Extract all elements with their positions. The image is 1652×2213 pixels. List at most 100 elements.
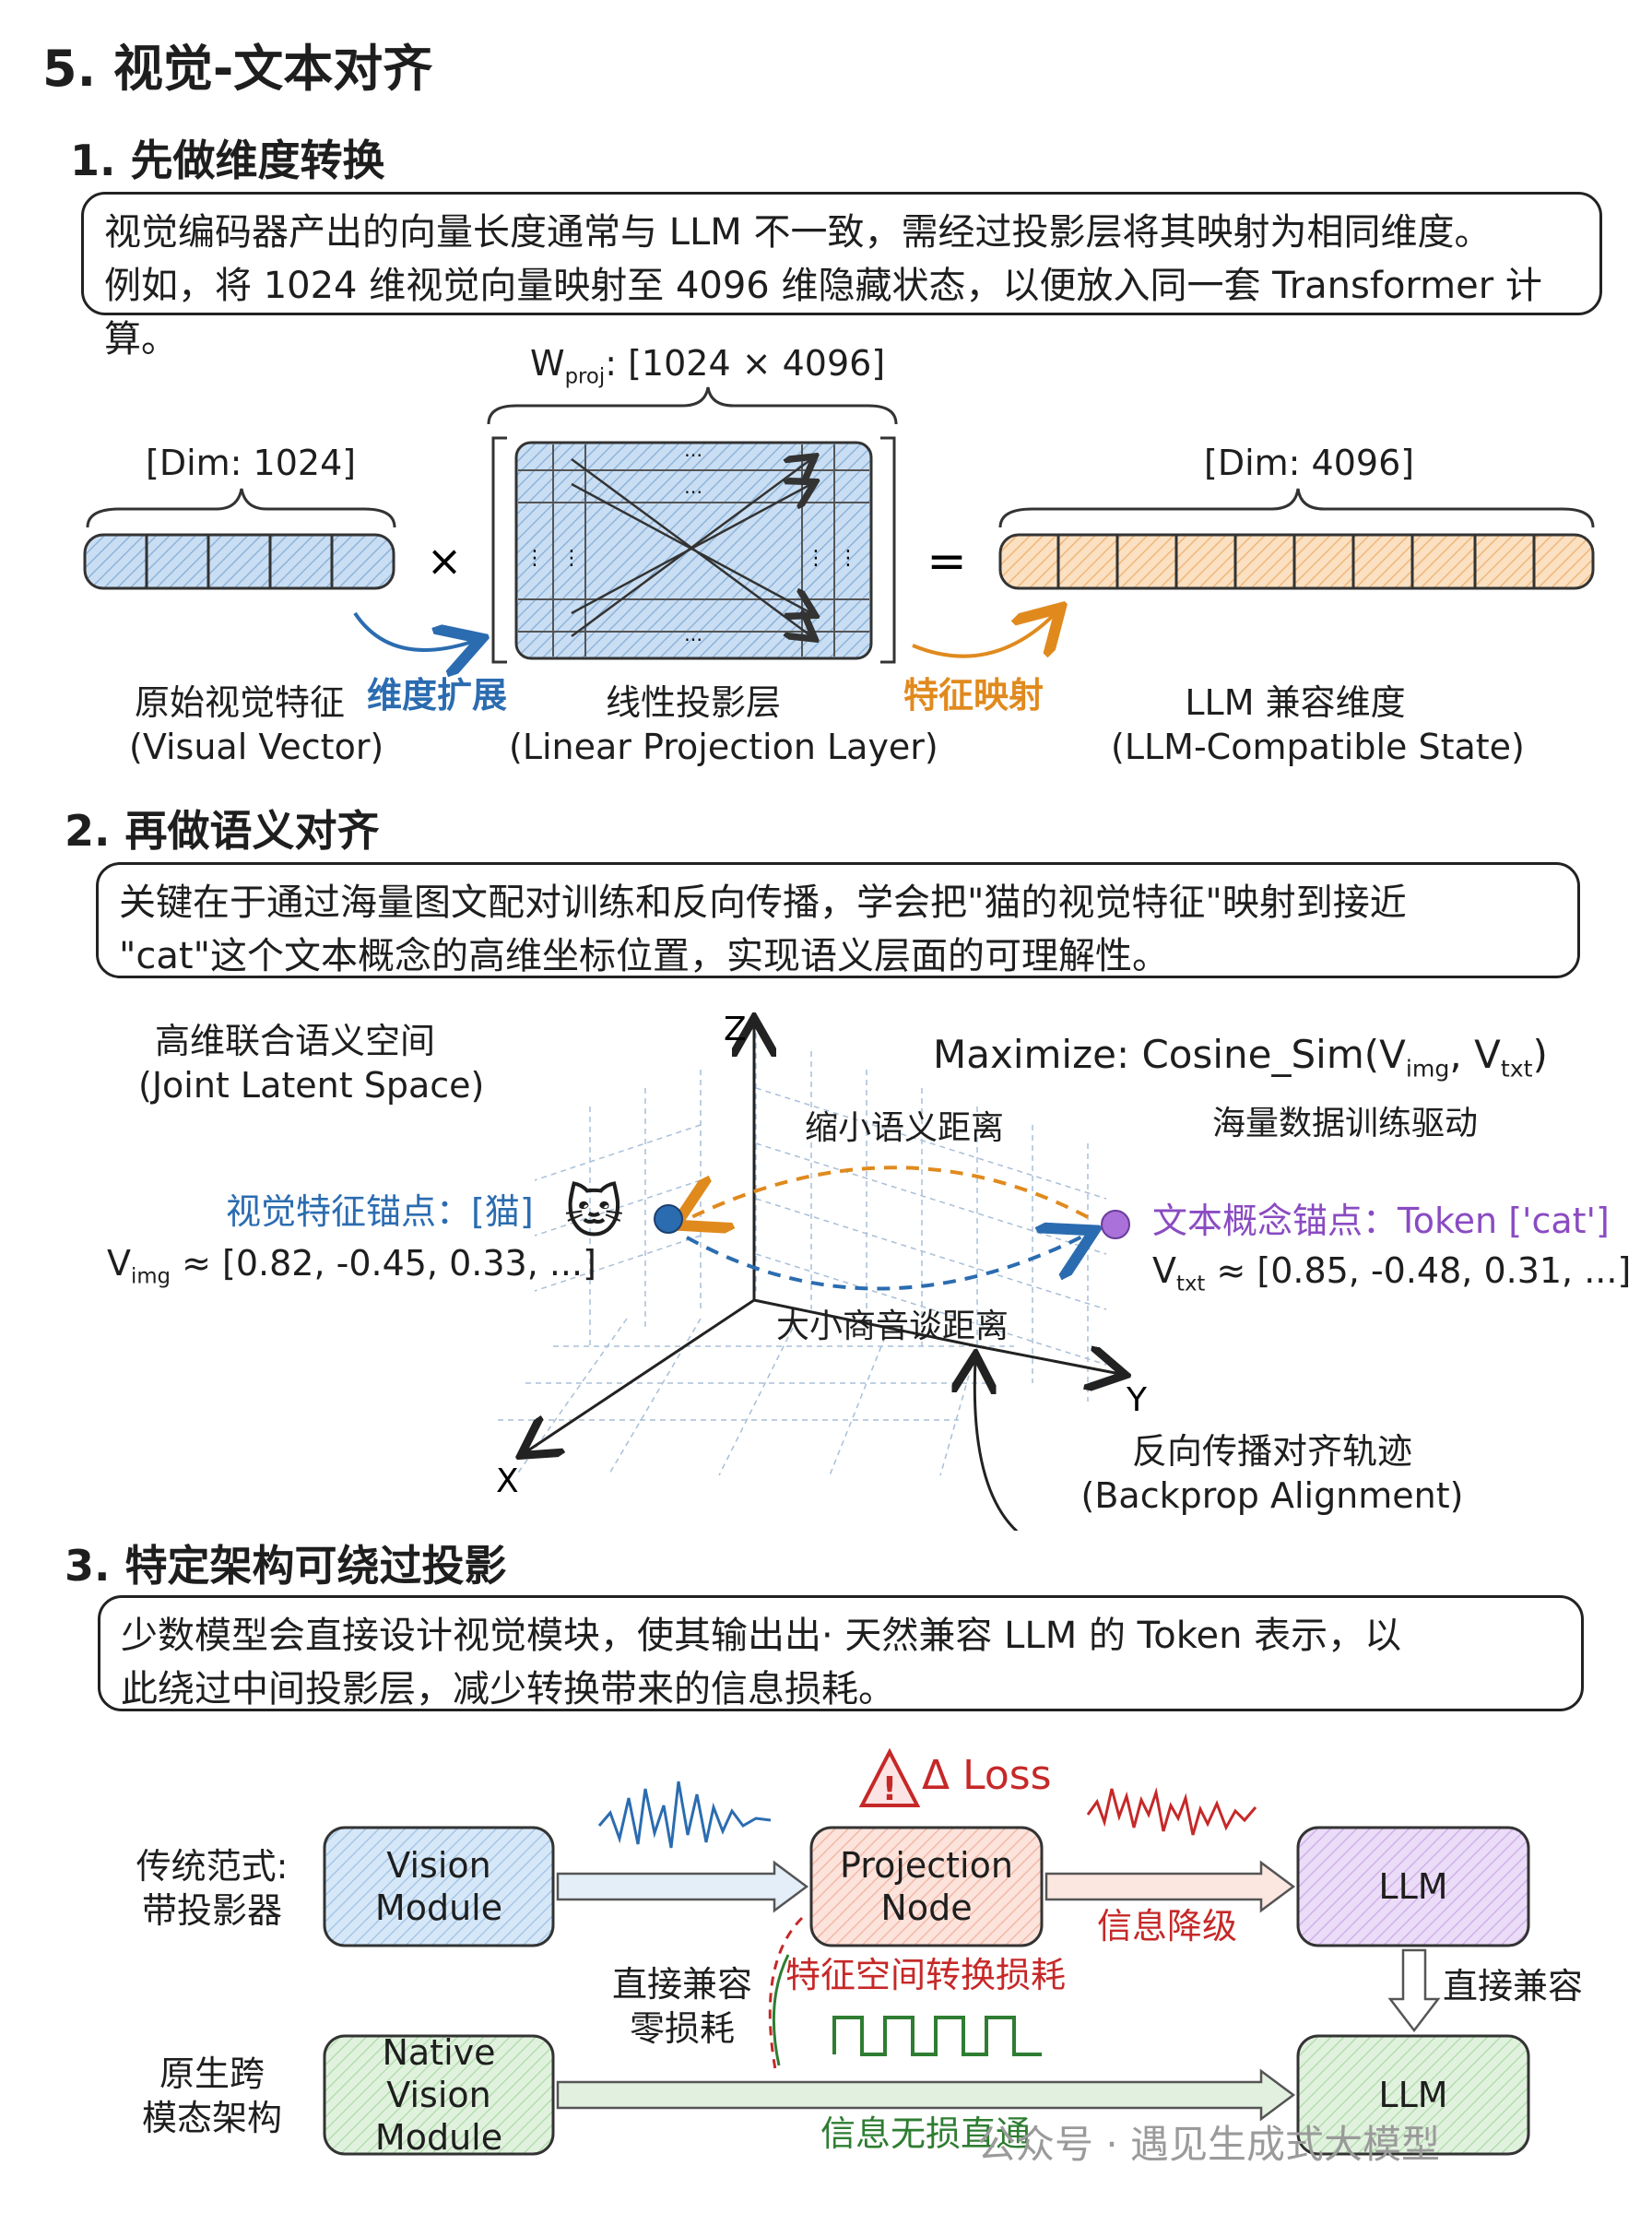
v-img-vector: ≈ [0.82, -0.45, 0.33, ...]: [171, 1243, 596, 1284]
v-txt-vector: ≈ [0.85, -0.48, 0.31, ...]: [1205, 1250, 1632, 1291]
feature-map-arrow: [912, 613, 1056, 658]
wproj-sub: proj: [564, 364, 606, 389]
axis-x-label: X: [496, 1462, 519, 1500]
section2-description: 关键在于通过海量图文配对训练和反向传播，学会把"猫的视觉特征"映射到接近 "ca…: [96, 862, 1580, 978]
projection-layer-label: 线性投影层 (Linear Projection Layer): [509, 680, 938, 769]
v-img-value: Vimg ≈ [0.82, -0.45, 0.33, ...]: [107, 1241, 596, 1299]
latent-grid: [498, 1033, 1107, 1476]
equals-symbol: =: [926, 534, 967, 589]
llm-bottom: LLM: [1298, 2036, 1528, 2154]
text-anchor-label: 文本概念锚点：Token ['cat']: [1152, 1201, 1610, 1241]
backprop-label-en: (Backprop Alignment): [1080, 1475, 1464, 1516]
shrink-distance-label: 缩小语义距离: [805, 1109, 1005, 1147]
llm-bottom-box: [1296, 2034, 1530, 2156]
direct-zero-line1: 直接兼容: [611, 1964, 752, 2005]
native-arch-label-2: 模态架构: [141, 2098, 282, 2138]
feature-loss-label: 特征空间转换损耗: [785, 1955, 1067, 1995]
projection-node-box: [809, 1826, 1044, 1947]
x-axis: [525, 1298, 755, 1452]
projection-node-line1: Projection: [840, 1845, 1013, 1886]
maximize-mid: , V: [1449, 1032, 1501, 1077]
distance-label: 大小商音谈距离: [776, 1308, 1009, 1345]
red-waveform: [1086, 1787, 1257, 1836]
maximize-sub1: img: [1405, 1055, 1450, 1083]
direct-zero-loss-label: 直接兼容 零损耗: [608, 1962, 756, 2051]
v-txt-sub: txt: [1176, 1272, 1206, 1296]
native-module-line2: Vision Module: [374, 2075, 503, 2158]
maximize-note: 海量数据训练驱动: [1212, 1105, 1479, 1142]
output-brace: [998, 488, 1595, 528]
watermark: 公众号 · 遇见生成式大模型: [977, 2122, 1441, 2167]
input-vector: [83, 533, 395, 590]
traditional-label: 传统范式: 带投影器: [120, 1844, 304, 1933]
native-module-box: [323, 2034, 555, 2156]
feature-loss-curve: [768, 1916, 804, 2076]
matrix-dots-top2: ⋯: [684, 480, 702, 503]
native-to-llm-arrow: [556, 2068, 1296, 2122]
space-label: 高维联合语义空间 (Joint Latent Space): [138, 1019, 485, 1107]
section2-heading: 2. 再做语义对齐: [65, 806, 380, 856]
v-txt-main: V: [1152, 1250, 1176, 1291]
input-label-en: (Visual Vector): [129, 727, 384, 767]
section1-heading: 1. 先做维度转换: [70, 136, 385, 185]
projection-matrix: [514, 441, 873, 660]
space-label-en: (Joint Latent Space): [138, 1065, 485, 1106]
projection-diagram: ⋯ ⋯ ⋯ ⋮ ⋮ ⋮ ⋮ × =: [83, 386, 1595, 830]
input-brace: [86, 488, 396, 528]
backprop-label-zh: 反向传播对齐轨迹: [1131, 1431, 1412, 1472]
projection-label-zh: 线性投影层: [605, 682, 781, 723]
vision-module-line1: Vision: [386, 1845, 491, 1886]
matrix-vdots-right1: ⋮: [806, 547, 826, 570]
warning-mark: !: [882, 1770, 897, 1808]
input-label-zh: 原始视觉特征: [134, 682, 345, 723]
section2-desc-line1: 关键在于通过海量图文配对训练和反向传播，学会把"猫的视觉特征"映射到接近: [119, 882, 1407, 924]
y-axis-base: [753, 1298, 978, 1348]
matrix-dots-bottom: ⋯: [684, 628, 702, 650]
wproj-main: W: [530, 343, 565, 384]
visual-anchor-point: [654, 1204, 683, 1234]
section3-heading: 3. 特定架构可绕过投影: [65, 1541, 507, 1591]
traditional-label-1: 传统范式:: [136, 1846, 289, 1887]
llm-top-box: [1296, 1826, 1530, 1947]
output-label: LLM 兼容维度 (LLM-Compatible State): [1111, 680, 1525, 769]
dimension-expand-label: 维度扩展: [367, 675, 508, 716]
llm-bottom-label: LLM: [1378, 2075, 1448, 2115]
llm-top: LLM: [1298, 1828, 1528, 1946]
matrix-dots-top1: ⋯: [684, 444, 702, 466]
zero-loss-curve: [772, 1954, 790, 2066]
output-vector: [998, 533, 1595, 590]
blue-waveform: [597, 1781, 772, 1849]
section3-desc-line1: 少数模型会直接设计视觉模块，使其输出出· 天然兼容 LLM 的 Token 表示…: [121, 1615, 1402, 1657]
latent-space-diagram: Z Y X: [496, 1011, 1148, 1531]
section1-desc-line2: 例如，将 1024 维视觉向量映射至 4096 维隐藏状态，以便放入同一套 Tr…: [104, 265, 1542, 361]
loss-label: Δ Loss: [922, 1752, 1052, 1799]
degrade-label: 信息降级: [1097, 1906, 1238, 1947]
space-label-zh: 高维联合语义空间: [154, 1021, 435, 1061]
dim-in-label: [Dim: 1024]: [146, 443, 357, 483]
y-axis: [976, 1344, 1120, 1374]
maximize-sub2: txt: [1500, 1055, 1533, 1083]
shrink-distance-arrow: [682, 1166, 1089, 1222]
section2-desc-line2: "cat"这个文本概念的高维坐标位置，实现语义层面的可理解性。: [119, 935, 1169, 977]
native-arch-label-1: 原生跨: [159, 2053, 265, 2094]
section3-desc-line2: 此绕过中间投影层，减少转换带来的信息损耗。: [121, 1668, 895, 1710]
v-img-main: V: [107, 1243, 131, 1284]
maximize-prefix: Maximize: Cosine_Sim(V: [933, 1032, 1406, 1077]
distance-arrow: [686, 1234, 1088, 1291]
warning-icon: [858, 1747, 921, 1807]
projection-node-line2: Node: [880, 1888, 973, 1928]
direct-zero-line2: 零损耗: [629, 2008, 735, 2049]
matrix-vdots-left1: ⋮: [525, 547, 545, 570]
section1-description: 视觉编码器产出的向量长度通常与 LLM 不一致，需经过投影层将其映射为相同维度。…: [81, 192, 1602, 361]
wproj-rest: : [1024 × 4096]: [605, 343, 886, 384]
visual-anchor-label: 视觉特征锚点：[猫]: [226, 1191, 534, 1232]
section3-description: 少数模型会直接设计视觉模块，使其输出出· 天然兼容 LLM 的 Token 表示…: [98, 1595, 1584, 1711]
direct-compat-arrow: [1387, 1948, 1441, 2033]
green-square-wave: [832, 2016, 1042, 2056]
page-title: 5. 视觉-文本对齐: [42, 40, 433, 98]
axis-y-label: Y: [1126, 1381, 1148, 1419]
matrix-vdots-left2: ⋮: [561, 547, 582, 570]
backprop-label: 反向传播对齐轨迹 (Backprop Alignment): [1069, 1429, 1475, 1518]
wproj-label: Wproj: [1024 × 4096]: [530, 341, 885, 399]
